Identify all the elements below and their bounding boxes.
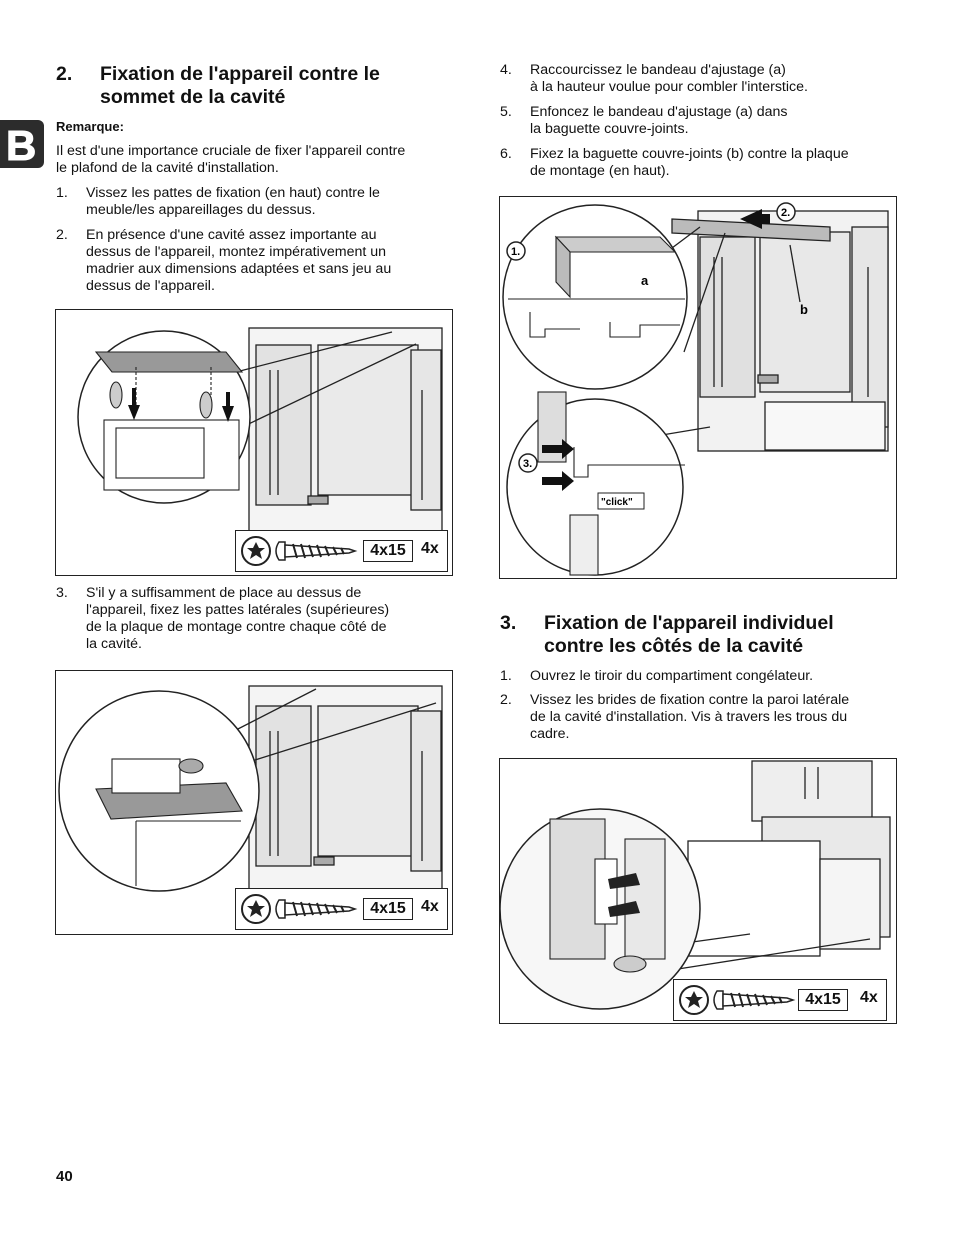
screw-spec-box: 4x15 4x bbox=[235, 888, 448, 930]
screw-count: 4x bbox=[421, 898, 439, 915]
s3-step-2-line: cadre. bbox=[530, 726, 570, 742]
figure-step-2-label: 2. bbox=[781, 207, 790, 219]
section-2-title-line1: Fixation de l'appareil contre le bbox=[100, 63, 380, 85]
step-1-number: 1. bbox=[56, 185, 68, 201]
step-2-line: En présence d'une cavité assez important… bbox=[86, 227, 377, 243]
section-tab-b: B bbox=[0, 120, 44, 170]
top-bracket-illustration bbox=[77, 327, 443, 539]
side-bracket-illustration bbox=[58, 685, 443, 897]
step-6-line: Fixez la baguette couvre-joints (b) cont… bbox=[530, 146, 849, 162]
s3-step-1: 1. Ouvrez le tiroir du compartiment cong… bbox=[500, 668, 920, 688]
torx-screw-icon bbox=[241, 894, 358, 924]
figure-top-bracket-mount: 4x15 4x bbox=[55, 309, 453, 576]
s3-step-2: 2. Vissez les brides de fixation contre … bbox=[500, 692, 920, 748]
note-label: Remarque: bbox=[56, 119, 124, 134]
step-1-line: Vissez les pattes de fixation (en haut) … bbox=[86, 185, 380, 201]
step-4-line: Raccourcissez le bandeau d'ajustage (a) bbox=[530, 62, 786, 78]
step-4-line: à la hauteur voulue pour combler l'inter… bbox=[530, 79, 808, 95]
step-1-line: meuble/les appareillages du dessus. bbox=[86, 202, 316, 218]
step-4-number: 4. bbox=[500, 62, 512, 78]
step-3-line: l'appareil, fixez les pattes latérales (… bbox=[86, 602, 390, 618]
section-3-title-line1: Fixation de l'appareil individuel bbox=[544, 612, 834, 634]
figure-step-3-label: 3. bbox=[523, 458, 532, 470]
screw-count: 4x bbox=[860, 989, 878, 1006]
step-5: 5. Enfoncez le bandeau d'ajustage (a) da… bbox=[500, 104, 920, 144]
step-6: 6. Fixez la baguette couvre-joints (b) c… bbox=[500, 146, 920, 186]
s3-step-2-line: Vissez les brides de fixation contre la … bbox=[530, 692, 850, 708]
screw-size: 4x15 bbox=[363, 898, 413, 920]
note-line-1: Il est d'une importance cruciale de fixe… bbox=[56, 143, 406, 159]
step-2: 2. En présence d'une cavité assez import… bbox=[56, 227, 456, 297]
step-2-line: madrier aux dimensions adaptées et sans … bbox=[86, 261, 392, 277]
screw-size: 4x15 bbox=[363, 540, 413, 562]
step-1: 1. Vissez les pattes de fixation (en hau… bbox=[56, 185, 456, 225]
step-3-number: 3. bbox=[56, 585, 68, 601]
section-2-title-line2: sommet de la cavité bbox=[100, 86, 286, 108]
step-3-line: la cavité. bbox=[86, 636, 142, 652]
step-5-line: la baguette couvre-joints. bbox=[530, 121, 689, 137]
page-number: 40 bbox=[56, 1168, 73, 1185]
figure-side-wall-mount: 4x15 4x bbox=[499, 758, 897, 1024]
side-wall-illustration bbox=[500, 760, 891, 1010]
step-3-line: de la plaque de montage contre chaque cô… bbox=[86, 619, 387, 635]
screw-spec-box: 4x15 4x bbox=[235, 530, 448, 572]
s3-step-2-number: 2. bbox=[500, 692, 512, 708]
figure-adjustment-strip: 1. 2. 3. a b "click" bbox=[499, 196, 897, 579]
step-3: 3. S'il y a suffisamment de place au des… bbox=[56, 585, 456, 655]
step-3-line: S'il y a suffisamment de place au dessus… bbox=[86, 585, 362, 601]
step-2-line: dessus de l'appareil. bbox=[86, 278, 215, 294]
torx-screw-icon bbox=[679, 985, 796, 1015]
note-line-2: le plafond de la cavité d'installation. bbox=[56, 160, 279, 176]
section-2-heading: 2. Fixation de l'appareil contre le somm… bbox=[56, 63, 456, 111]
part-b-label: b bbox=[800, 302, 808, 317]
step-4: 4. Raccourcissez le bandeau d'ajustage (… bbox=[500, 62, 920, 102]
step-2-number: 2. bbox=[56, 227, 68, 243]
figure-step-1-label: 1. bbox=[511, 246, 520, 258]
s3-step-1-line: Ouvrez le tiroir du compartiment congéla… bbox=[530, 668, 814, 684]
figure-side-bracket-mount: 4x15 4x bbox=[55, 670, 453, 935]
s3-step-1-number: 1. bbox=[500, 668, 512, 684]
step-5-number: 5. bbox=[500, 104, 512, 120]
torx-screw-icon bbox=[241, 536, 358, 566]
screw-size: 4x15 bbox=[798, 989, 848, 1011]
part-a-label: a bbox=[641, 273, 649, 288]
screw-count: 4x bbox=[421, 540, 439, 557]
step-5-line: Enfoncez le bandeau d'ajustage (a) dans bbox=[530, 104, 788, 120]
step-6-number: 6. bbox=[500, 146, 512, 162]
step-6-line: de montage (en haut). bbox=[530, 163, 670, 179]
click-label: "click" bbox=[601, 497, 633, 508]
screw-spec-box: 4x15 4x bbox=[673, 979, 887, 1021]
section-3-title-line2: contre les côtés de la cavité bbox=[544, 635, 804, 657]
step-2-line: dessus de l'appareil, montez impérativem… bbox=[86, 244, 387, 260]
section-2-number: 2. bbox=[56, 63, 73, 85]
section-3-number: 3. bbox=[500, 612, 517, 634]
section-tab-letter: B bbox=[5, 122, 37, 170]
section-3-heading: 3. Fixation de l'appareil individuel con… bbox=[500, 612, 920, 660]
adjustment-strip-illustration: 1. 2. 3. a b "click" bbox=[502, 202, 889, 576]
s3-step-2-line: de la cavité d'installation. Vis à trave… bbox=[530, 709, 848, 725]
